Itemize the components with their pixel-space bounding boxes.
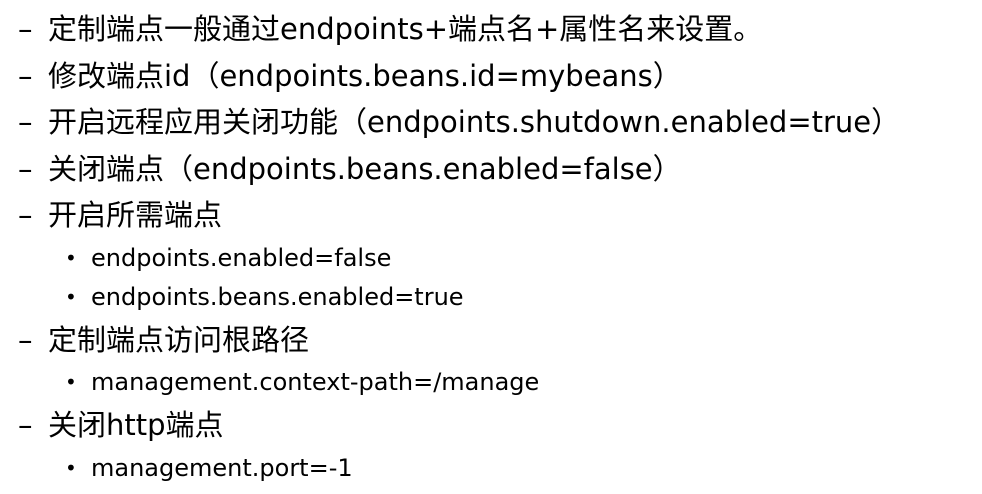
dash-bullet: – [18, 105, 33, 139]
dot-bullet: • [65, 245, 77, 270]
dash-bullet: – [18, 408, 33, 442]
dash-bullet: – [18, 151, 33, 186]
list-item: – 定制端点一般通过endpoints+端点名+属性名来设置。 [0, 6, 982, 53]
dash-bullet: – [18, 322, 33, 357]
list-item: – 修改端点id（endpoints.beans.id=mybeans） [0, 53, 982, 100]
list-item-text: 关闭端点（endpoints.beans.enabled=false） [48, 151, 682, 186]
sub-list-item: • management.context-path=/manage [0, 363, 982, 402]
dash-bullet: – [18, 58, 33, 93]
list-item: – 定制端点访问根路径 [0, 317, 982, 364]
bullet-list: – 定制端点一般通过endpoints+端点名+属性名来设置。 – 修改端点id… [0, 6, 982, 488]
list-item: – 关闭http端点 [0, 402, 982, 449]
list-item-text: 定制端点一般通过endpoints+端点名+属性名来设置。 [48, 12, 763, 46]
list-item-text: 开启远程应用关闭功能（endpoints.shutdown.enabled=tr… [48, 105, 901, 139]
sub-list-item: • management.port=-1 [0, 449, 982, 488]
list-item-text: 定制端点访问根路径 [48, 322, 310, 357]
list-item: – 关闭端点（endpoints.beans.enabled=false） [0, 146, 982, 193]
list-item-text: 修改端点id（endpoints.beans.id=mybeans） [48, 58, 682, 93]
sub-list-item-text: endpoints.beans.enabled=true [91, 282, 464, 311]
sub-list-item: • endpoints.enabled=false [0, 239, 982, 278]
sub-list-item-text: management.port=-1 [91, 453, 353, 482]
sub-list-item-text: endpoints.enabled=false [91, 243, 392, 272]
dot-bullet: • [65, 370, 77, 394]
list-item-text: 开启所需端点 [48, 198, 223, 232]
sub-list-item: • endpoints.beans.enabled=true [0, 278, 982, 317]
dash-bullet: – [18, 12, 33, 46]
list-item: – 开启远程应用关闭功能（endpoints.shutdown.enabled=… [0, 99, 982, 146]
list-item: – 开启所需端点 [0, 192, 982, 239]
dot-bullet: • [65, 284, 77, 309]
dash-bullet: – [18, 198, 33, 232]
list-item-text: 关闭http端点 [48, 408, 224, 442]
sub-list-item-text: management.context-path=/manage [91, 368, 540, 396]
dot-bullet: • [65, 455, 77, 480]
